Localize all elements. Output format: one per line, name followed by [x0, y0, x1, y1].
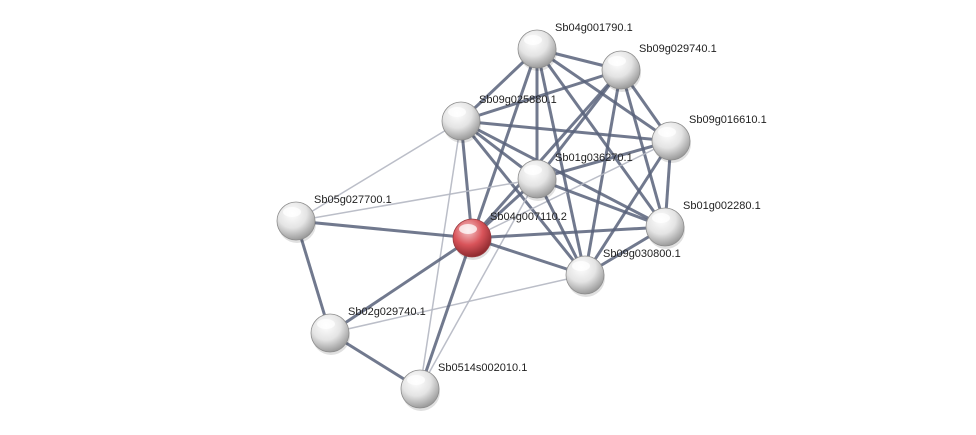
- edge-Sb04g001790.1-Sb01g002280.1: [535, 48, 667, 228]
- node-highlight: [459, 224, 477, 234]
- node-label: Sb04g001790.1: [555, 22, 633, 34]
- edge-Sb09g025880.1-Sb05g027700.1: [295, 120, 462, 222]
- node-label: Sb02g029740.1: [348, 306, 426, 318]
- node-highlight: [448, 107, 466, 117]
- edge-Sb09g016610.1-Sb09g030800.1: [583, 140, 673, 276]
- node-highlight: [317, 319, 335, 329]
- node-highlight: [608, 56, 626, 66]
- edge-Sb09g029740.1-Sb04g007110.2: [470, 69, 623, 239]
- node-label: Sb09g030800.1: [603, 248, 681, 260]
- edge-Sb09g029740.1-Sb01g036270.1: [535, 69, 623, 180]
- node-label: Sb0514s002010.1: [438, 362, 527, 374]
- edge-Sb05g027700.1-Sb04g007110.2: [295, 219, 473, 240]
- edge-Sb09g030800.1-Sb04g007110.2: [471, 236, 586, 277]
- node-Sb09g025880.1[interactable]: [441, 101, 481, 143]
- node-highlight: [652, 213, 670, 223]
- edge-Sb05g027700.1-Sb02g029740.1: [294, 220, 332, 334]
- edge-Sb01g036270.1-Sb0514s002010.1: [419, 178, 538, 390]
- node-Sb04g001790.1[interactable]: [517, 29, 557, 71]
- node-Sb01g036270.1[interactable]: [517, 159, 557, 201]
- node-label: Sb01g002280.1: [683, 200, 761, 212]
- edge-Sb01g036270.1-Sb05g027700.1: [295, 178, 538, 222]
- node-Sb01g002280.1[interactable]: [645, 207, 685, 249]
- edge-Sb09g016610.1-Sb04g007110.2: [471, 140, 672, 239]
- node-label: Sb05g027700.1: [314, 194, 392, 206]
- edge-Sb04g007110.2-Sb0514s002010.1: [418, 237, 474, 390]
- node-label: Sb09g025880.1: [479, 94, 557, 106]
- node-highlight: [283, 207, 301, 217]
- node-highlight: [407, 375, 425, 385]
- node-Sb09g016610.1[interactable]: [651, 121, 691, 163]
- edge-Sb04g001790.1-Sb09g016610.1: [536, 47, 672, 143]
- labels-layer: Sb04g001790.1Sb09g029740.1Sb09g025880.1S…: [314, 22, 767, 374]
- edge-Sb01g002280.1-Sb04g007110.2: [471, 225, 666, 240]
- node-label: Sb09g016610.1: [689, 114, 767, 126]
- nodes-layer: [276, 29, 691, 411]
- edge-Sb09g029740.1-Sb09g030800.1: [583, 69, 623, 276]
- node-highlight: [524, 165, 542, 175]
- node-Sb09g029740.1[interactable]: [601, 50, 641, 92]
- node-label: Sb04g007110.2: [490, 211, 567, 223]
- edge-Sb09g025880.1-Sb09g030800.1: [459, 120, 587, 276]
- edge-Sb09g029740.1-Sb09g025880.1: [460, 68, 622, 123]
- edge-Sb04g001790.1-Sb09g030800.1: [535, 48, 587, 276]
- node-highlight: [658, 127, 676, 137]
- edge-Sb09g025880.1-Sb04g007110.2: [459, 120, 474, 239]
- node-Sb0514s002010.1[interactable]: [400, 369, 440, 411]
- node-label: Sb09g029740.1: [639, 43, 717, 55]
- edge-Sb09g025880.1-Sb0514s002010.1: [419, 120, 462, 390]
- node-Sb04g007110.2[interactable]: [452, 218, 492, 260]
- edge-Sb04g007110.2-Sb02g029740.1: [329, 236, 473, 335]
- edge-Sb09g030800.1-Sb02g029740.1: [329, 274, 586, 334]
- node-highlight: [572, 261, 590, 271]
- node-label: Sb01g036270.1: [555, 152, 633, 164]
- node-highlight: [524, 35, 542, 45]
- edge-Sb09g025880.1-Sb09g016610.1: [460, 119, 672, 143]
- node-Sb02g029740.1[interactable]: [310, 313, 350, 355]
- edge-Sb09g025880.1-Sb01g002280.1: [460, 119, 666, 229]
- edge-Sb09g016610.1-Sb01g036270.1: [536, 139, 672, 181]
- node-Sb09g030800.1[interactable]: [565, 255, 605, 297]
- node-Sb05g027700.1[interactable]: [276, 201, 316, 243]
- edge-Sb01g036270.1-Sb01g002280.1: [536, 177, 666, 229]
